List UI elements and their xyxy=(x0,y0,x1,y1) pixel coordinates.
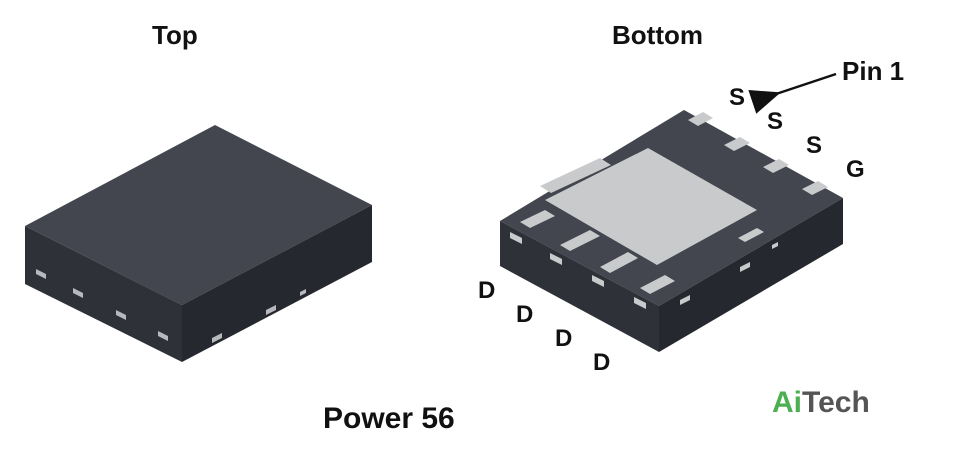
source-pin-label: S xyxy=(806,132,823,159)
bottom-view-title: Bottom xyxy=(612,20,703,50)
top-view-title: Top xyxy=(152,20,198,50)
pin1-label: Pin 1 xyxy=(842,56,905,86)
bottom-exposed-pad xyxy=(520,148,764,294)
gate-pin-label: G xyxy=(846,156,865,183)
bottom-package-right-side xyxy=(659,198,843,352)
bottom-drain-pads xyxy=(510,232,778,309)
pin1-arrow xyxy=(748,72,837,114)
source-pin-label: S xyxy=(767,108,784,135)
top-package-right-side xyxy=(182,205,372,362)
top-package-top-face xyxy=(25,125,372,305)
top-view-package xyxy=(25,125,372,362)
brand-logo: AiTech xyxy=(772,386,870,420)
brand-logo-part1: Ai xyxy=(772,386,802,419)
top-package-left-side xyxy=(25,226,182,362)
drain-pin-label: D xyxy=(478,277,496,304)
drain-pin-label: D xyxy=(516,301,534,328)
bottom-package-left-side xyxy=(500,221,659,352)
drain-pin-label: D xyxy=(593,349,611,376)
top-package-side-pads xyxy=(36,269,306,343)
brand-logo-part2: Tech xyxy=(802,386,870,419)
bottom-view-package xyxy=(500,110,843,352)
drain-pin-label: D xyxy=(555,325,573,352)
bottom-source-gate-pads xyxy=(688,112,828,195)
package-caption: Power 56 xyxy=(323,402,455,435)
source-pin-label: S xyxy=(729,84,746,111)
